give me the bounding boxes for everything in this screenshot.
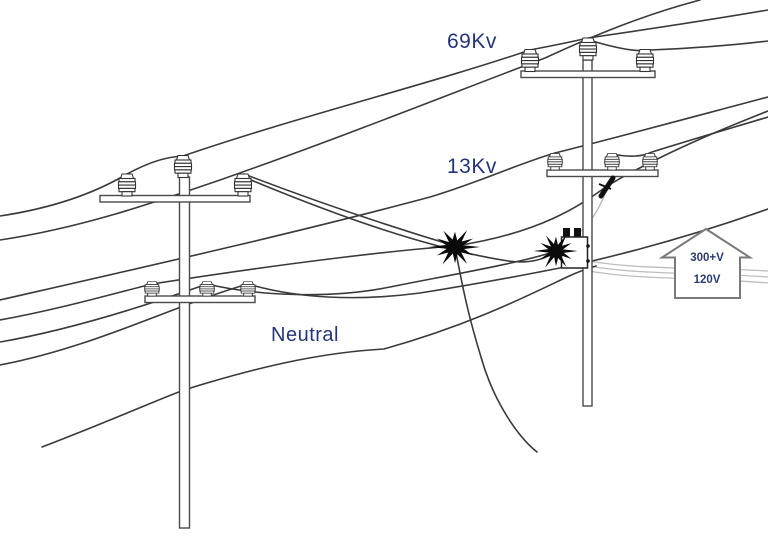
insulator-icon (233, 173, 253, 197)
house-icon (658, 227, 754, 299)
fuse-cutout-icon (598, 175, 616, 199)
right-utility-pole (520, 59, 659, 407)
neutral-wire (41, 265, 597, 448)
insulator-icon (199, 281, 215, 297)
label-neutral: Neutral (271, 324, 339, 346)
wire-13kv-phase-c (0, 251, 554, 343)
left-pole-lower-crossarm (144, 295, 256, 304)
wire-13kv-phase-b (0, 96, 768, 301)
broken-conductor-upper (243, 173, 456, 247)
insulator-icon (173, 154, 193, 179)
wire-13kv-phase-d (0, 208, 768, 366)
label-house-normal-voltage: 120V (693, 274, 721, 286)
insulator-icon (642, 153, 658, 171)
insulator-icon (117, 173, 137, 197)
wire-69kv-phase-1 (0, 9, 768, 217)
insulator-icon (240, 281, 256, 297)
insulator-icon (520, 48, 540, 73)
insulator-icon (635, 48, 655, 73)
conductor-wires (0, 0, 768, 453)
label-13kv: 13Kv (447, 155, 497, 178)
insulator-icon (578, 37, 598, 61)
left-utility-pole (99, 176, 256, 529)
left-pole-mast (178, 176, 191, 529)
insulator-icon (547, 153, 563, 171)
insulator-icon (604, 153, 620, 171)
fault-burst-icon (428, 230, 481, 265)
wire-13kv-span-right (611, 116, 768, 157)
label-house-overvoltage: 300+V (690, 252, 724, 264)
crossing-conductor (250, 179, 555, 263)
insulator-icon (144, 281, 160, 297)
right-pole-69kv-crossarm (520, 70, 656, 79)
wire-69kv-phase-2 (0, 0, 701, 241)
right-pole-mast (582, 59, 593, 407)
wire-69kv-phase-3 (588, 39, 768, 52)
dangling-broken-conductor (454, 246, 538, 453)
label-69kv: 69Kv (447, 30, 497, 53)
right-pole-13kv-crossarm (546, 169, 659, 178)
left-pole-top-crossarm (99, 194, 251, 203)
